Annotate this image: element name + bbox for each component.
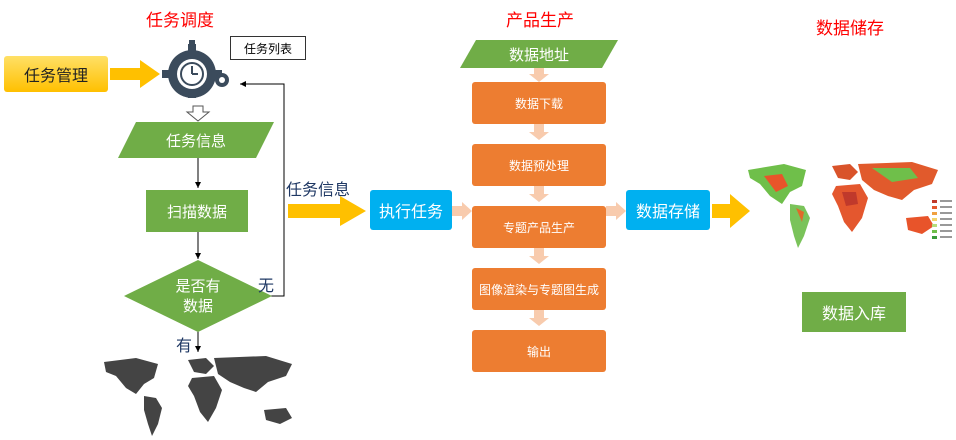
production-section-title: 产品生产 <box>506 11 574 31</box>
yes-label: 有 <box>176 336 193 355</box>
arrow-to-execute <box>288 196 366 226</box>
execute-task-box: 执行任务 <box>370 190 452 230</box>
arrow-to-gear <box>110 60 160 88</box>
data-storage-box: 数据存储 <box>626 190 710 230</box>
step-download: 数据下载 <box>472 82 606 124</box>
task-info-flow-label: 任务信息 <box>286 180 351 199</box>
task-info-label: 任务信息 <box>165 131 226 150</box>
schedule-section-title: 任务调度 <box>146 11 214 31</box>
step-render-generate: 图像渲染与专题图生成 <box>472 268 606 310</box>
step-thematic-production: 专题产品生产 <box>472 206 606 248</box>
data-address-shape <box>460 40 618 68</box>
task-manage-box: 任务管理 <box>4 56 108 92</box>
scan-data-box: 扫描数据 <box>146 190 248 232</box>
storage-section-title: 数据储存 <box>816 19 884 39</box>
no-label: 无 <box>258 276 275 295</box>
task-info-shape <box>118 122 274 158</box>
decision-diamond <box>124 260 272 332</box>
task-list-box: 任务列表 <box>230 36 306 60</box>
has-data-question: 是否有 数据 <box>175 277 221 315</box>
data-into-db-box: 数据入库 <box>802 292 906 332</box>
hollow-down-arrow <box>185 105 211 122</box>
grayscale-world-map <box>104 356 292 436</box>
gear-clock-icon <box>162 40 229 98</box>
map-legend <box>932 200 952 239</box>
data-address-label: 数据地址 <box>508 45 569 64</box>
colored-world-map <box>748 162 952 248</box>
step-preprocess: 数据预处理 <box>472 144 606 186</box>
step-output: 输出 <box>472 330 606 372</box>
